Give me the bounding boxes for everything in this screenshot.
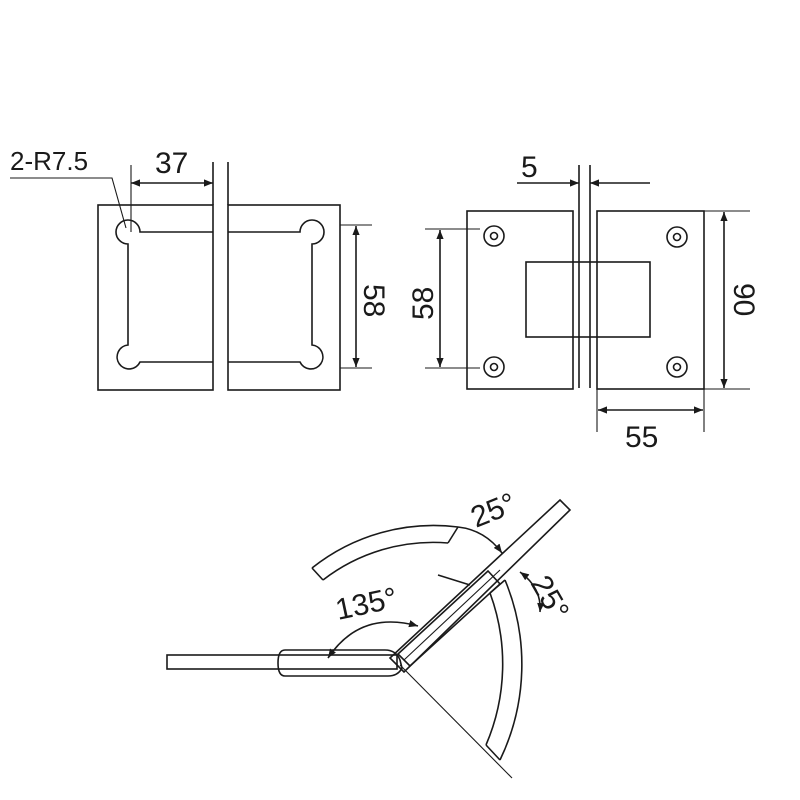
angle-25-top-arc — [457, 526, 503, 554]
screw-top-left — [483, 225, 505, 247]
arc-lower-cap-2 — [489, 579, 506, 594]
angle-135-arc — [327, 620, 419, 659]
swing-glass-panel — [388, 498, 572, 674]
screw-bottom-right — [666, 356, 688, 378]
front-left-plate — [466, 210, 574, 390]
angle-arc-upper-inner — [322, 541, 449, 581]
view-back-plates: 37 2-R7.5 58 — [10, 146, 390, 391]
screw-top-right — [666, 226, 688, 248]
hinge-body — [277, 649, 403, 677]
radius-label: 2-R7.5 — [10, 146, 88, 176]
angle-arc-upper — [311, 524, 459, 569]
view-hinge-front: 5 58 90 55 — [407, 151, 760, 454]
dim-37-label: 37 — [155, 147, 188, 180]
arc-lower-cap — [485, 744, 501, 761]
dim-55-label: 55 — [625, 421, 658, 454]
dim-58b-label: 58 — [407, 287, 440, 320]
right-plate-recess — [228, 219, 325, 370]
angle-arc-lower — [499, 579, 523, 761]
fixed-glass-panel — [166, 654, 398, 670]
swing-plate-inner-line — [403, 569, 501, 661]
angle-135-label: 135° — [333, 582, 401, 627]
angle-reference-line — [399, 664, 513, 779]
arc-upper-cap — [311, 567, 324, 581]
screw-bottom-left — [483, 356, 505, 378]
left-plate-outline — [97, 204, 214, 391]
front-barrel — [525, 261, 651, 338]
angle-arc-lower-inner — [485, 592, 504, 746]
view-opening-angle: 135° 25° 25° — [166, 487, 575, 779]
angle-25-right-label: 25° — [524, 570, 575, 626]
dim-5-label: 5 — [521, 151, 538, 184]
dim-58a-label: 58 — [357, 284, 390, 317]
arc-upper-cap-2 — [447, 526, 459, 544]
angle-25-right-arc — [519, 571, 545, 613]
front-right-plate — [596, 210, 705, 390]
dim-90-label: 90 — [727, 283, 760, 316]
angle-25-top-label: 25° — [466, 487, 520, 535]
left-plate-recess — [115, 219, 213, 370]
arc-upper-stop — [437, 574, 471, 586]
right-plate-outline — [227, 204, 341, 391]
radius-leader — [10, 177, 127, 229]
